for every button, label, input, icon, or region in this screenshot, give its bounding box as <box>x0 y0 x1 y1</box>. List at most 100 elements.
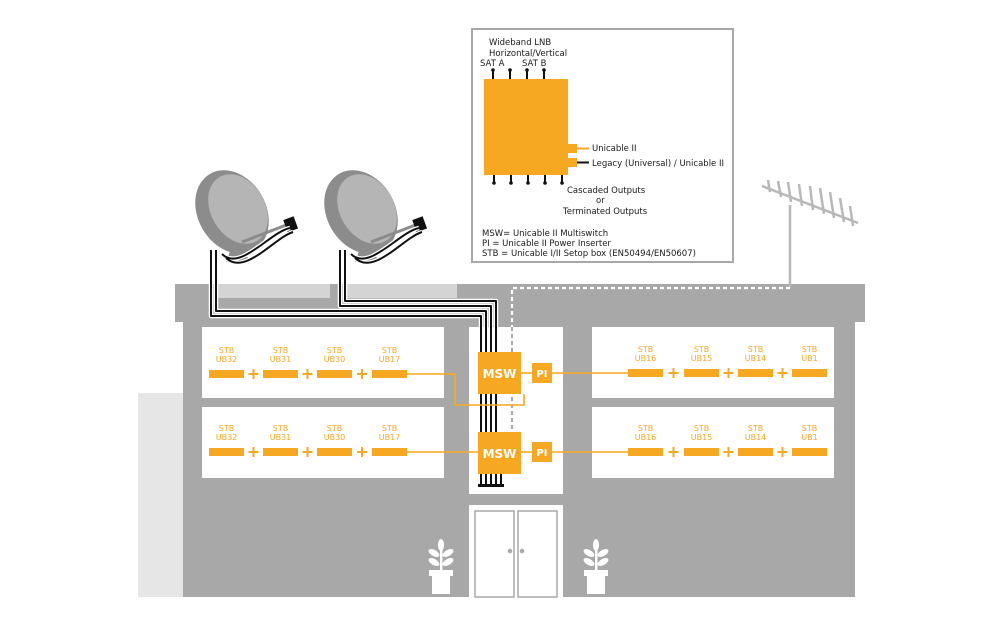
plant-left <box>428 539 454 594</box>
entrance-door <box>469 505 563 598</box>
plant-right <box>583 539 609 594</box>
plus-icon <box>357 447 367 457</box>
room-left-upper <box>202 327 444 398</box>
stb-box <box>792 448 827 456</box>
stb-box <box>317 370 352 378</box>
legend-title-line2: Horizontal/Vertical <box>489 49 567 59</box>
stb-band-label: UB32 <box>216 433 238 442</box>
plus-icon <box>668 447 679 457</box>
satellite-dish-a <box>195 170 299 262</box>
stb-prefix-label: STB <box>748 424 763 433</box>
room-left-lower <box>202 407 444 478</box>
legend-unicable: Unicable II <box>592 144 637 154</box>
msw-label: MSW <box>483 447 517 461</box>
stb-box <box>738 369 773 377</box>
legend-legacy: Legacy (Universal) / Unicable II <box>592 159 724 169</box>
stb-box <box>263 448 298 456</box>
stb-box <box>792 369 827 377</box>
stb-band-label: UB17 <box>379 355 401 364</box>
legend-sat-b: SAT B <box>522 59 547 69</box>
legend-def-stb: STB = Unicable I/II Setop box (EN50494/E… <box>482 249 696 259</box>
legend-def-msw: MSW= Unicable II Multiswitch <box>482 229 608 239</box>
stb-prefix-label: STB <box>382 424 397 433</box>
stb-box <box>372 448 407 456</box>
multiswitch-upper: MSW <box>478 352 521 394</box>
stb-box <box>209 370 244 378</box>
plus-icon <box>723 368 734 378</box>
plus-icon <box>302 369 313 379</box>
stb-band-label: UB16 <box>635 433 657 442</box>
annex-wall <box>138 393 183 597</box>
legend-sat-a: SAT A <box>480 59 505 69</box>
stb-band-label: UB31 <box>270 355 292 364</box>
stb-box <box>372 370 407 378</box>
stb-prefix-label: STB <box>219 424 234 433</box>
stb-prefix-label: STB <box>694 345 709 354</box>
pi-label: PI <box>536 448 547 459</box>
legend-panel: Wideband LNB Horizontal/Vertical SAT A S… <box>471 28 734 263</box>
dish-plinth-left <box>218 284 330 298</box>
power-inserter-lower: PI <box>532 442 552 462</box>
plus-icon <box>248 447 259 457</box>
stb-box <box>263 370 298 378</box>
stb-band-label: UB1 <box>801 354 817 363</box>
msw-label: MSW <box>483 367 517 381</box>
power-inserter-upper: PI <box>532 363 552 383</box>
stb-prefix-label: STB <box>638 424 653 433</box>
stb-band-label: UB14 <box>745 433 767 442</box>
stb-band-label: UB14 <box>745 354 767 363</box>
stb-band-label: UB1 <box>801 433 817 442</box>
stb-prefix-label: STB <box>327 424 342 433</box>
plus-icon <box>248 369 259 379</box>
stb-prefix-label: STB <box>273 346 288 355</box>
stb-prefix-label: STB <box>694 424 709 433</box>
stb-box <box>684 448 719 456</box>
stb-band-label: UB15 <box>691 354 713 363</box>
stb-prefix-label: STB <box>802 345 817 354</box>
stb-band-label: UB16 <box>635 354 657 363</box>
stb-band-label: UB17 <box>379 433 401 442</box>
plus-icon <box>777 447 788 457</box>
stb-box <box>209 448 244 456</box>
legend-title-line1: Wideband LNB <box>489 38 551 48</box>
room-right-upper <box>592 327 834 398</box>
plus-icon <box>302 447 313 457</box>
stb-rows: STBUB32STBUB31STBUB30STBUB17STBUB32STBUB… <box>209 345 827 457</box>
terrestrial-antenna <box>761 179 859 288</box>
stb-prefix-label: STB <box>382 346 397 355</box>
satellite-dish-b <box>324 170 428 262</box>
stb-band-label: UB15 <box>691 433 713 442</box>
legend-def-pi: PI = Unicable II Power Inserter <box>482 239 611 249</box>
plus-icon <box>777 368 788 378</box>
lnb-cables <box>208 225 499 352</box>
legend-cascaded-line1: Cascaded Outputs <box>567 186 646 196</box>
terminated-outputs <box>480 474 502 484</box>
stb-band-label: UB31 <box>270 433 292 442</box>
stb-box <box>738 448 773 456</box>
stb-prefix-label: STB <box>748 345 763 354</box>
stb-box <box>628 369 663 377</box>
stb-band-label: UB30 <box>324 433 346 442</box>
stb-prefix-label: STB <box>638 345 653 354</box>
legend-cascaded-line3: Terminated Outputs <box>562 207 648 217</box>
stb-prefix-label: STB <box>802 424 817 433</box>
stb-band-label: UB32 <box>216 355 238 364</box>
multiswitch-lower: MSW <box>478 432 521 474</box>
unicable-lines <box>407 372 628 453</box>
pi-label: PI <box>536 369 547 380</box>
termination-bar <box>478 484 504 487</box>
dish-plinth-right <box>345 284 457 298</box>
stb-box <box>628 448 663 456</box>
plus-icon <box>668 368 679 378</box>
plus-icon <box>723 447 734 457</box>
legend-multiswitch-icon <box>484 68 589 185</box>
stb-prefix-label: STB <box>327 346 342 355</box>
stb-prefix-label: STB <box>219 346 234 355</box>
room-right-lower <box>592 407 834 478</box>
legend-cascaded-line2: or <box>596 196 605 206</box>
stb-prefix-label: STB <box>273 424 288 433</box>
stb-box <box>317 448 352 456</box>
stb-box <box>684 369 719 377</box>
cascade-cables <box>480 393 497 436</box>
